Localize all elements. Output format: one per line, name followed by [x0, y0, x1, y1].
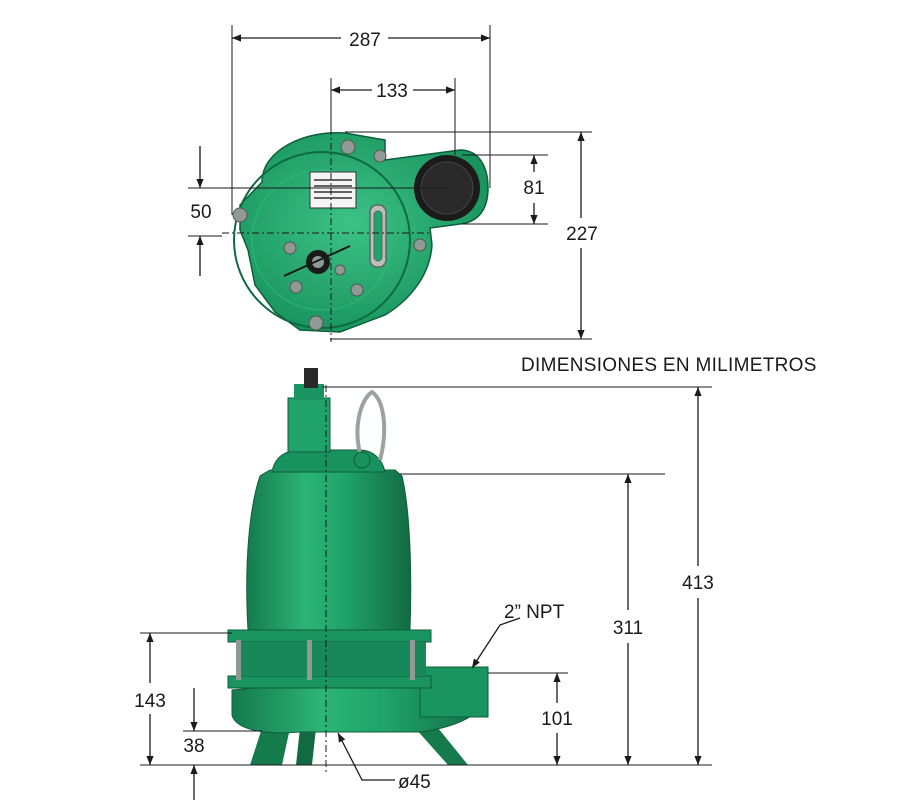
dim-discharge-height: 81: [523, 178, 544, 199]
top-view: 287 133 81 227 50: [188, 25, 598, 342]
dim-center-offset: 50: [190, 202, 211, 223]
label-inlet-diameter: ø45: [398, 772, 431, 793]
units-note: DIMENSIONES EN MILIMETROS: [521, 355, 817, 376]
dim-motor-housing-height: 311: [613, 618, 643, 639]
front-view: 413 311 101 143 38 2” NPT ø45: [134, 368, 714, 800]
dim-base-height: 38: [183, 736, 204, 757]
dim-overall-width: 287: [349, 30, 381, 51]
dim-overall-depth: 227: [566, 224, 598, 245]
dim-overall-height: 413: [682, 573, 714, 594]
front-view-pump-body: [227, 368, 489, 765]
dim-flange-height: 143: [134, 691, 166, 712]
label-discharge-size: 2” NPT: [504, 602, 565, 623]
dim-discharge-height-front: 101: [541, 709, 573, 730]
dim-center-to-discharge: 133: [376, 81, 408, 102]
